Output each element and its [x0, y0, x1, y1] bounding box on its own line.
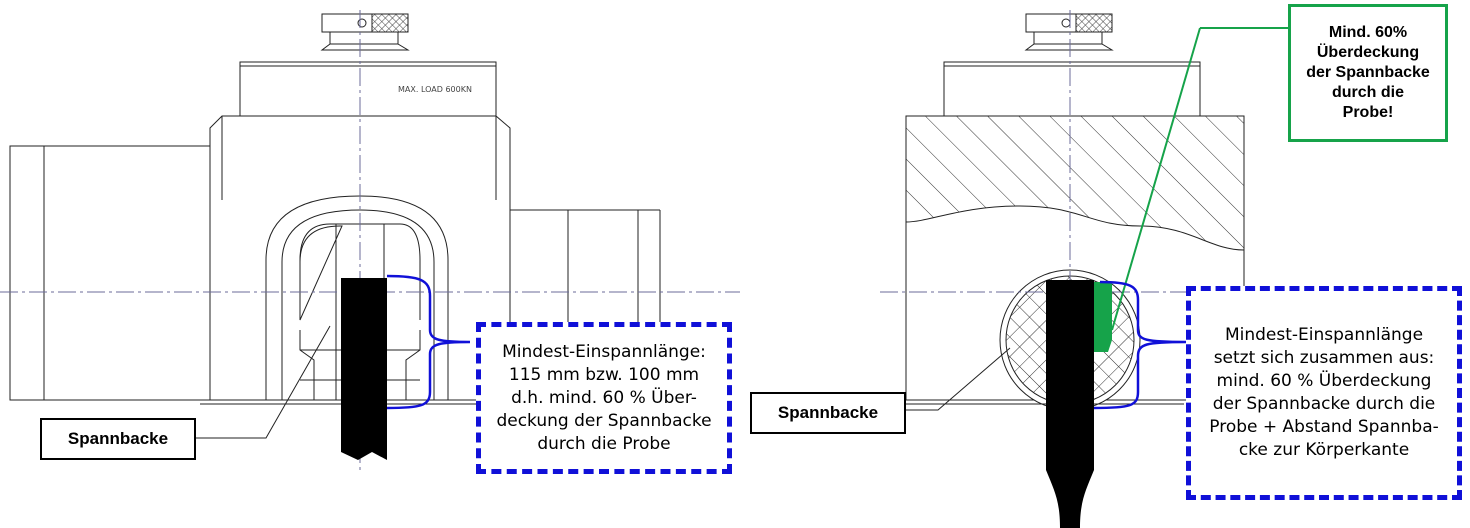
right-jaw-leader: [902, 347, 1011, 411]
right-note-text: Mindest-Einspannlänge setzt sich zusamme…: [1209, 325, 1439, 460]
left-dimension-bracket: [387, 276, 470, 408]
overlap-callout-text: Mind. 60% Überdeckung der Spannbacke dur…: [1306, 24, 1430, 121]
right-jaw-label-text: Spannbacke: [777, 403, 879, 422]
left-specimen: [341, 278, 387, 460]
left-jaw-leader: [196, 325, 331, 439]
right-centerlines: [880, 10, 1460, 520]
left-min-clamp-length-note: Mindest-Einspannlänge: 115 mm bzw. 100 m…: [476, 322, 732, 474]
right-overlap-marker: [1094, 282, 1112, 352]
right-specimen: [1046, 280, 1094, 528]
left-stamp-text: MAX. LOAD 600KN: [398, 85, 472, 94]
left-jaw-label: Spannbacke: [40, 418, 196, 460]
right-overlap-leader: [1112, 28, 1200, 330]
left-jaw-label-text: Spannbacke: [67, 429, 169, 448]
right-min-clamp-length-note: Mindest-Einspannlänge setzt sich zusamme…: [1186, 286, 1462, 500]
left-note-text: Mindest-Einspannlänge: 115 mm bzw. 100 m…: [496, 341, 712, 454]
right-jaw-label: Spannbacke: [750, 392, 906, 434]
overlap-callout: Mind. 60% Überdeckung der Spannbacke dur…: [1288, 4, 1448, 142]
